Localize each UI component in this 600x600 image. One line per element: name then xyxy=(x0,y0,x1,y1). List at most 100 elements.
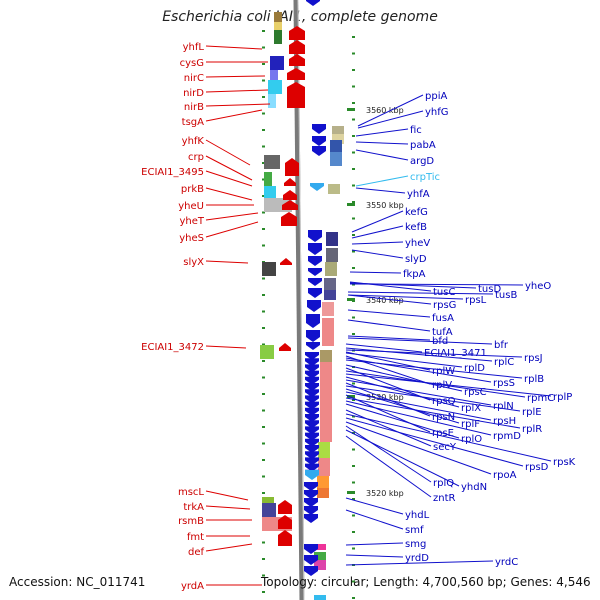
right-gene-label: rplN xyxy=(493,401,514,412)
right-gene-label: yhdL xyxy=(405,510,430,521)
right-gene-label: ECIAI1_3471 xyxy=(424,348,487,359)
right-gene-connector xyxy=(345,425,432,483)
left-tick xyxy=(262,96,265,98)
right-gene-arrow xyxy=(304,482,318,491)
right-gene-label: rplQ xyxy=(433,478,454,489)
right-tick xyxy=(352,382,355,385)
right-tick xyxy=(352,547,355,550)
left-tick xyxy=(262,129,265,131)
right-tick xyxy=(352,597,355,599)
left-gene-label: trkA xyxy=(183,502,204,513)
right-strand-block xyxy=(328,184,340,194)
right-gene-label: rpsN xyxy=(432,412,455,423)
right-gene-connector xyxy=(345,364,463,392)
right-gene-label: rplP xyxy=(553,392,572,403)
left-gene-arrow xyxy=(278,530,292,546)
right-strand-block xyxy=(325,262,337,276)
left-gene-connector xyxy=(205,45,263,50)
right-gene-connector xyxy=(347,309,431,318)
right-tick xyxy=(352,85,355,88)
right-gene-connector xyxy=(355,187,406,194)
right-gene-arrow xyxy=(305,470,319,480)
right-gene-arrow xyxy=(304,544,318,554)
left-tick xyxy=(262,228,265,230)
right-gene-arrow xyxy=(308,230,322,242)
right-gene-label: slyD xyxy=(405,254,427,265)
right-gene-arrow xyxy=(305,364,319,373)
right-tick xyxy=(352,234,355,236)
left-gene-connector xyxy=(205,260,249,264)
right-gene-label: rplW xyxy=(432,366,455,377)
right-strand-block xyxy=(330,152,342,166)
left-strand-block xyxy=(264,186,276,200)
right-gene-label: rplF xyxy=(461,419,480,430)
left-strand-block xyxy=(264,172,272,186)
left-gene-label: nirB xyxy=(184,102,204,113)
left-gene-connector xyxy=(205,212,259,221)
right-gene-connector xyxy=(355,141,409,145)
right-strand-block xyxy=(326,232,338,246)
kbp-tick xyxy=(347,298,355,301)
left-gene-label: cysG xyxy=(180,58,204,69)
left-gene-connector xyxy=(205,89,269,93)
right-gene-arrow xyxy=(305,432,319,441)
right-tick xyxy=(352,531,355,533)
left-gene-label: yheT xyxy=(179,216,204,227)
right-gene-label: pabA xyxy=(410,140,436,151)
right-strand-block xyxy=(320,362,332,386)
right-gene-label: tufA xyxy=(432,327,453,338)
right-strand-block xyxy=(322,302,334,316)
left-gene-label: yhfK xyxy=(182,136,205,147)
right-gene-label: rplR xyxy=(522,424,542,435)
left-gene-arrow xyxy=(279,343,291,351)
left-gene-connector xyxy=(205,221,259,238)
left-tick xyxy=(262,426,265,428)
right-gene-label: smf xyxy=(405,525,424,536)
right-gene-arrow xyxy=(305,395,319,404)
right-gene-connector xyxy=(345,542,404,546)
right-strand-block xyxy=(317,476,329,488)
right-gene-connector xyxy=(345,403,460,439)
left-gene-label: yheS xyxy=(179,233,204,244)
right-gene-connector xyxy=(349,271,402,274)
left-gene-label: ECIAI1_3472 xyxy=(141,342,204,353)
right-tick xyxy=(352,36,355,38)
left-tick xyxy=(262,145,265,148)
right-gene-connector xyxy=(345,400,492,436)
left-gene-arrow xyxy=(278,500,292,514)
right-tick xyxy=(352,399,355,401)
right-gene-arrow xyxy=(305,414,319,422)
right-strand-block xyxy=(318,458,330,476)
left-tick xyxy=(262,46,265,49)
right-tick xyxy=(352,465,355,467)
right-strand-block xyxy=(330,140,342,154)
left-gene-label: prkB xyxy=(181,184,204,195)
left-tick xyxy=(262,343,265,346)
right-gene-arrow xyxy=(312,146,326,156)
right-gene-connector xyxy=(345,394,431,433)
left-tick xyxy=(262,277,265,280)
right-gene-connector xyxy=(347,294,464,300)
left-gene-connector xyxy=(205,155,253,181)
right-tick xyxy=(352,118,355,121)
right-tick xyxy=(352,333,355,335)
right-gene-connector xyxy=(345,417,524,467)
left-strand-block xyxy=(274,12,282,26)
topology-label: Topology: circular; Length: 4,700,560 bp… xyxy=(261,575,591,589)
left-gene-arrow xyxy=(281,212,297,226)
left-gene-label: nirC xyxy=(184,73,204,84)
right-gene-label: fusA xyxy=(432,313,454,324)
right-gene-arrow xyxy=(306,314,320,328)
right-gene-connector xyxy=(345,497,404,515)
right-strand-block xyxy=(332,134,344,144)
right-gene-connector xyxy=(345,409,432,447)
right-gene-connector xyxy=(345,343,423,353)
right-gene-arrow xyxy=(304,555,318,565)
right-gene-arrow xyxy=(305,426,319,435)
left-gene-arrow xyxy=(282,200,298,210)
right-gene-label: bfr xyxy=(494,340,509,351)
right-gene-label: rpsS xyxy=(493,378,515,389)
right-gene-label: yhdN xyxy=(461,482,487,493)
left-gene-connector xyxy=(205,170,253,187)
